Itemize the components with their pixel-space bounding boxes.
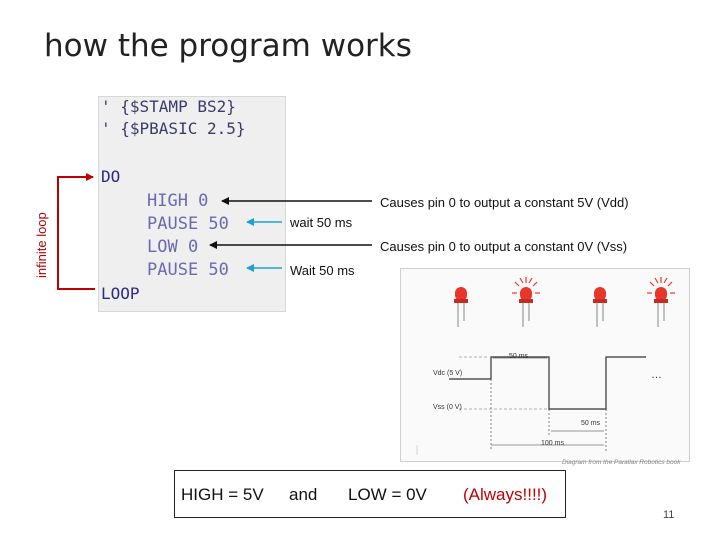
ellipsis-label: … — [651, 369, 662, 381]
summary-and: and — [289, 485, 318, 504]
figure-caption: Diagram from the Parallax Robotics book — [562, 459, 681, 466]
high-duration-label: 50 ms — [509, 353, 529, 360]
led-off-icon — [592, 286, 608, 328]
annotation-high: Causes pin 0 to output a constant 5V (Vd… — [380, 195, 629, 210]
annotation-pause-1: wait 50 ms — [290, 215, 353, 230]
timing-figure: Vdc (5 V) Vss (0 V) 50 ms 50 ms 100 ms … — [400, 268, 690, 462]
led-on-icon — [646, 276, 676, 328]
summary-box: HIGH = 5V and LOW = 0V (Always!!!!) — [174, 470, 566, 518]
low-duration-label: 50 ms — [581, 420, 601, 427]
summary-low: LOW = 0V — [348, 485, 427, 504]
code-directive-pbasic: ' {$PBASIC 2.5} — [101, 119, 246, 138]
code-high: HIGH 0 — [147, 191, 209, 211]
vdc-label: Vdc (5 V) — [433, 370, 463, 377]
summary-high: HIGH = 5V — [181, 485, 264, 504]
code-directive-stamp: ' {$STAMP BS2} — [101, 97, 236, 116]
timing-diagram — [416, 276, 676, 455]
slide-title: how the program works — [44, 28, 412, 64]
page-number: 11 — [663, 509, 675, 521]
led-off-icon — [453, 286, 469, 328]
vss-label: Vss (0 V) — [433, 404, 462, 411]
code-low: LOW 0 — [147, 237, 199, 257]
code-loop: LOOP — [101, 284, 140, 303]
code-pause-2: PAUSE 50 — [147, 260, 229, 280]
code-panel: ' {$STAMP BS2} ' {$PBASIC 2.5} DO HIGH 0… — [98, 96, 286, 312]
code-pause-1: PAUSE 50 — [147, 214, 229, 234]
summary-always: (Always!!!!) — [463, 485, 548, 504]
period-label: 100 ms — [541, 440, 564, 447]
annotation-low: Causes pin 0 to output a constant 0V (Vs… — [380, 239, 628, 254]
code-do: DO — [101, 167, 121, 186]
annotation-pause-2: Wait 50 ms — [290, 263, 355, 278]
led-on-icon — [511, 276, 541, 328]
